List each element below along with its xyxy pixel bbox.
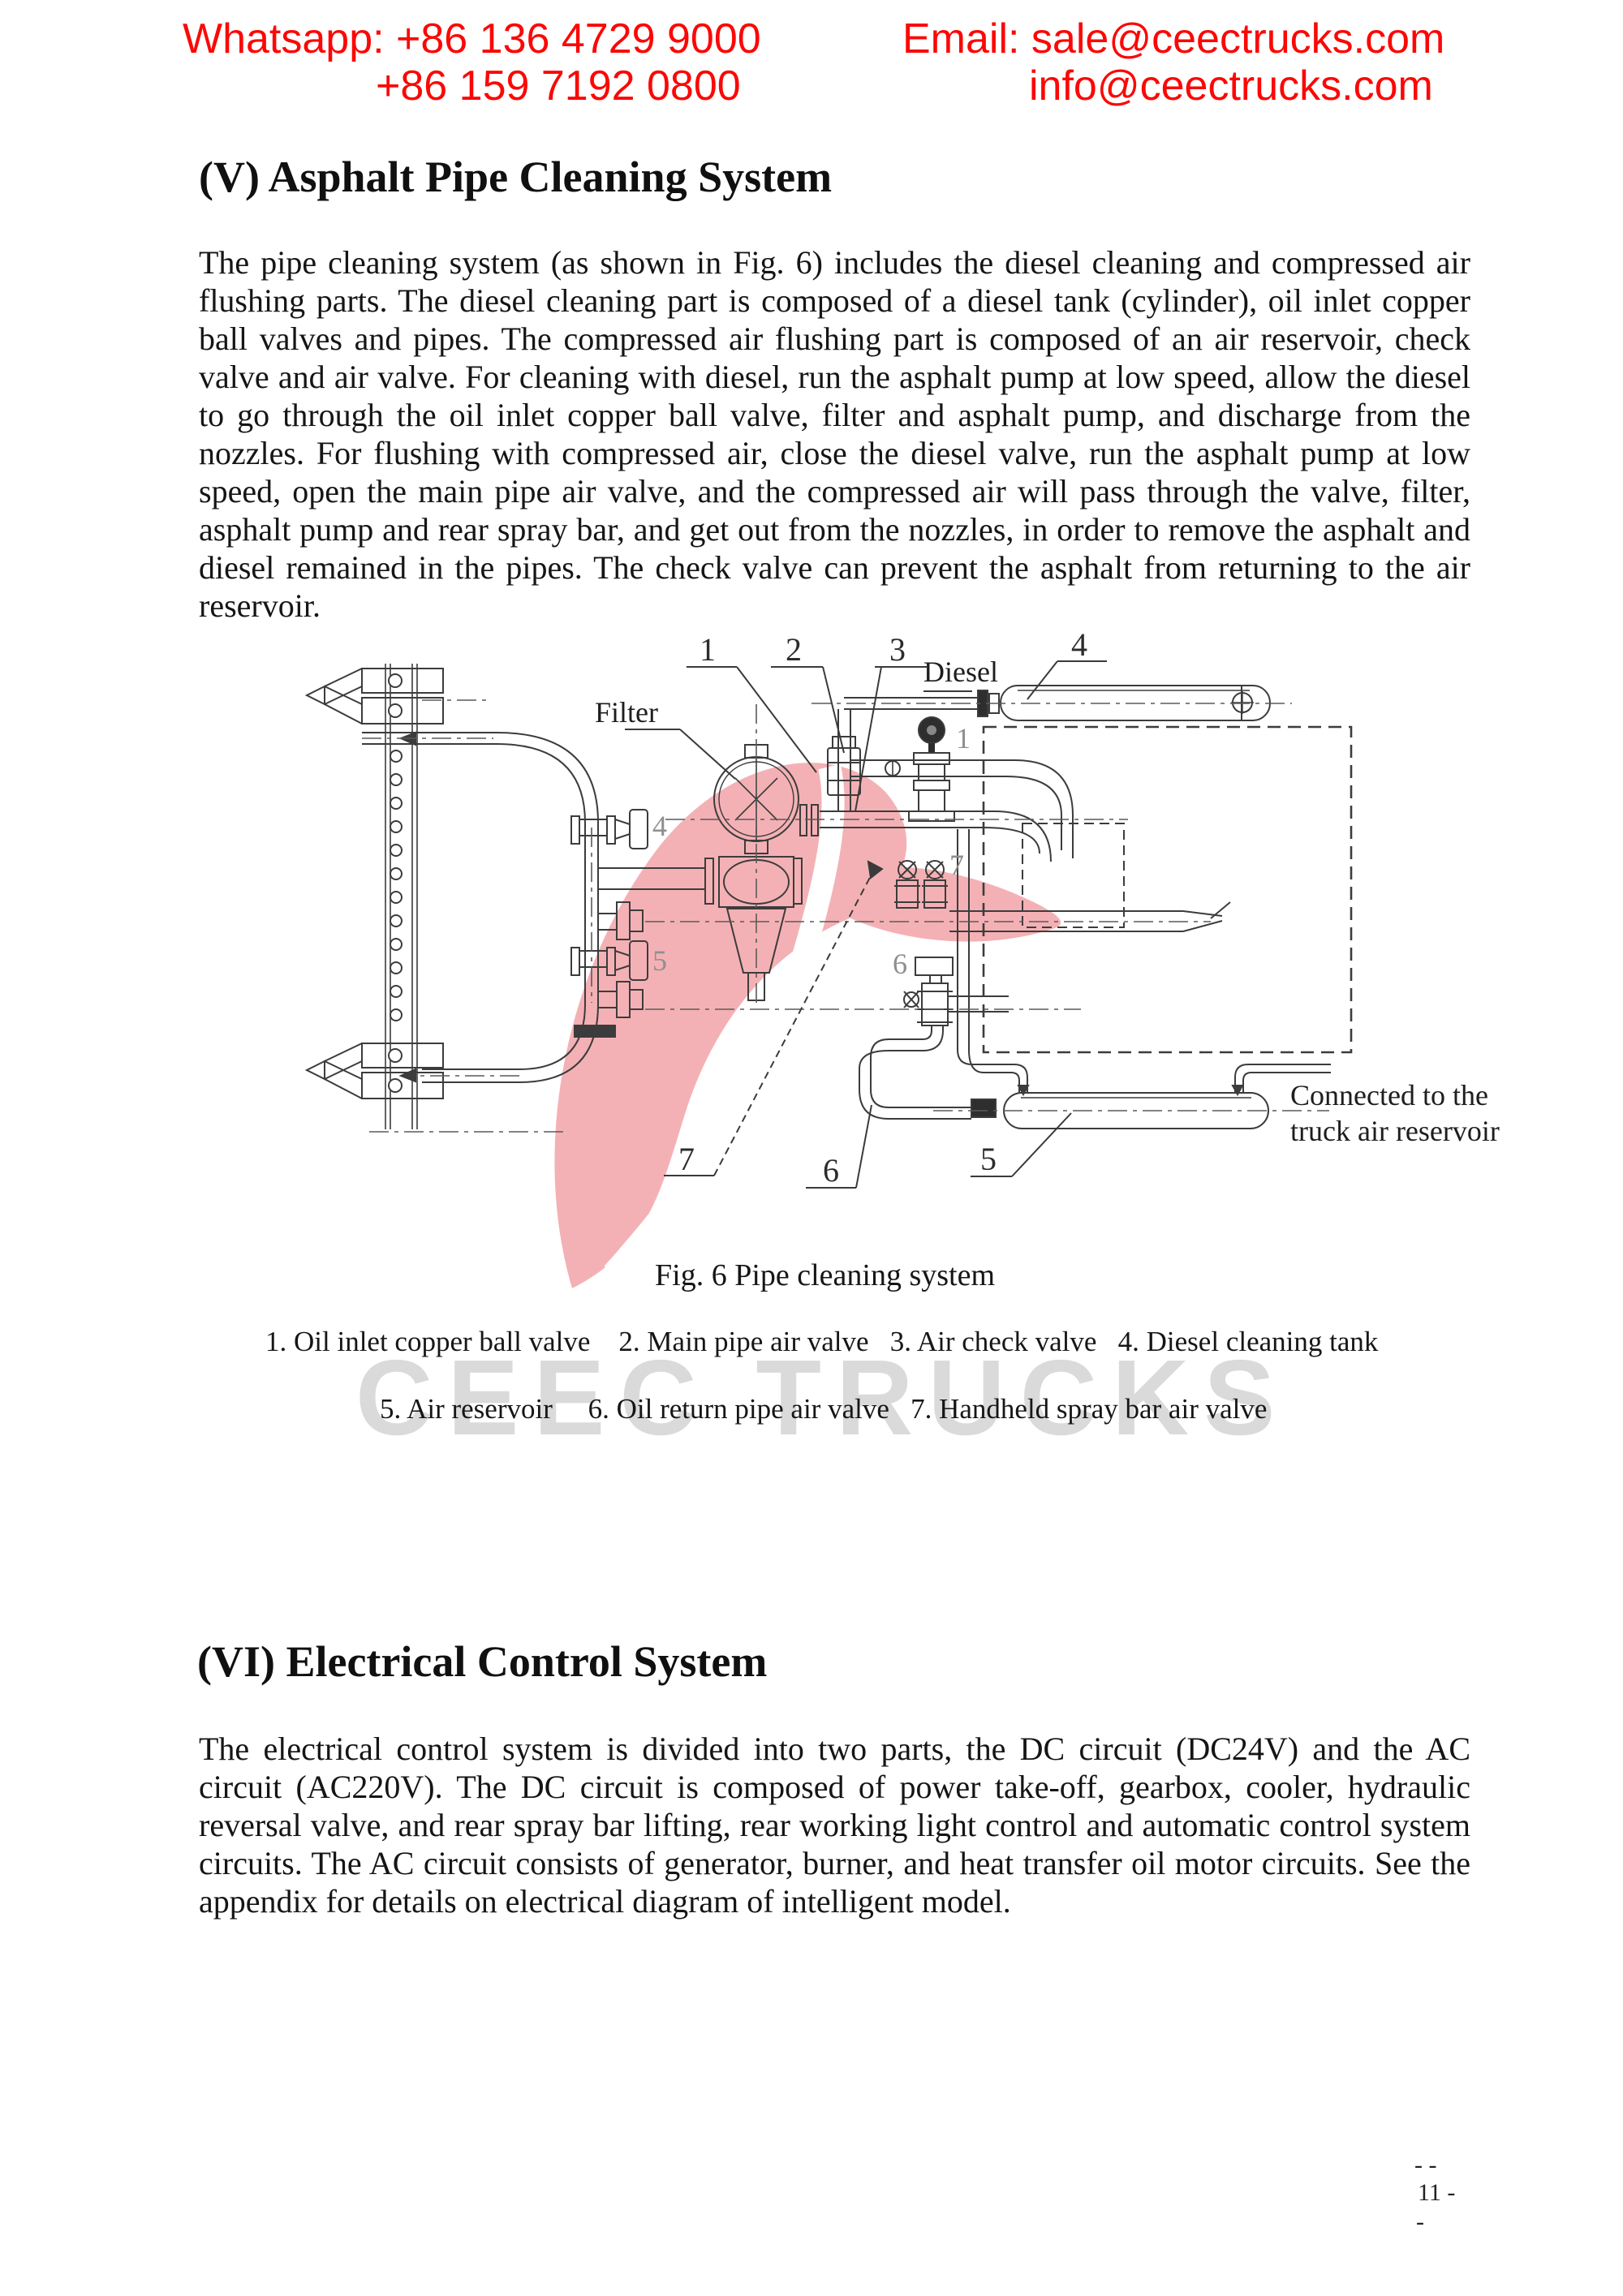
footer-page-number: 11 -	[1418, 2179, 1456, 2206]
label-3: 3	[889, 631, 906, 668]
section-vi-paragraph: The electrical control system is divided…	[199, 1731, 1470, 1920]
label-5: 5	[980, 1141, 997, 1177]
filter-label: Filter	[595, 696, 658, 729]
air-check-valve	[827, 736, 861, 796]
handheld-spray-hose	[859, 1025, 971, 1120]
tag-6: 6	[893, 948, 907, 980]
section-v-paragraph: The pipe cleaning system (as shown in Fi…	[199, 244, 1470, 624]
left-pipe-tee-mid	[598, 901, 644, 940]
figure-caption: Fig. 6 Pipe cleaning system	[655, 1258, 996, 1292]
connected-label-line2: truck air reservoir	[1290, 1115, 1500, 1147]
header-email-line1: Email: sale@ceectrucks.com	[902, 15, 1445, 62]
centerlines	[362, 699, 1329, 1133]
connected-label-line1: Connected to the	[1290, 1079, 1488, 1111]
header-whatsapp-line1: Whatsapp: +86 136 4729 9000	[183, 15, 761, 62]
ceec-trucks-watermark: CEEC TRUCKS	[355, 1338, 1290, 1457]
left-pipe-valve-5	[570, 940, 648, 981]
footer-dashes: - -	[1414, 2152, 1437, 2178]
ceec-logo-swoosh	[554, 763, 1061, 1288]
tag-1: 1	[956, 722, 971, 755]
truck-tank-outline	[982, 725, 1353, 1054]
diagram-gray-tags: 4 5 1 7 6	[652, 722, 971, 980]
diagram-linework	[304, 664, 1353, 1129]
label-leaders	[625, 660, 1107, 1189]
tag-5: 5	[652, 944, 667, 977]
figure-legend-line1: 1. Oil inlet copper ball valve 2. Main p…	[265, 1326, 1379, 1357]
header-email-line2: info@ceectrucks.com	[1029, 62, 1433, 110]
rear-spray-pipe	[949, 901, 1231, 932]
header-whatsapp-line2: +86 159 7192 0800	[376, 62, 741, 110]
tag-7: 7	[949, 849, 964, 881]
oil-inlet-ball-valve	[908, 716, 955, 822]
section-v-title: (V) Asphalt Pipe Cleaning System	[199, 153, 833, 201]
left-pipe-tee-low	[598, 981, 644, 1018]
handheld-spray-valves	[894, 860, 948, 909]
nozzle-holes	[390, 750, 403, 1021]
label-2: 2	[786, 631, 802, 668]
diagram-text-labels: Filter Diesel Connected to the truck air…	[595, 656, 1500, 1147]
footer-dash: -	[1416, 2208, 1424, 2235]
figure-legend-line2: 5. Air reservoir 6. Oil return pipe air …	[380, 1393, 1268, 1425]
label-4: 4	[1071, 626, 1087, 663]
top-bracket	[304, 668, 444, 724]
bottom-bracket	[304, 1043, 444, 1099]
label-7: 7	[678, 1141, 695, 1177]
diesel-label: Diesel	[923, 656, 998, 688]
tag-4: 4	[652, 810, 667, 842]
diagram-number-labels: 1 2 3 4 7 6 5	[678, 626, 1087, 1189]
left-pipe-valve-4	[570, 809, 648, 849]
inner-dashed-box	[1022, 823, 1125, 928]
oil-return-valve	[903, 957, 1009, 1026]
section-vi-title: (VI) Electrical Control System	[197, 1637, 768, 1686]
label-1: 1	[700, 631, 716, 668]
label-6: 6	[823, 1152, 839, 1189]
